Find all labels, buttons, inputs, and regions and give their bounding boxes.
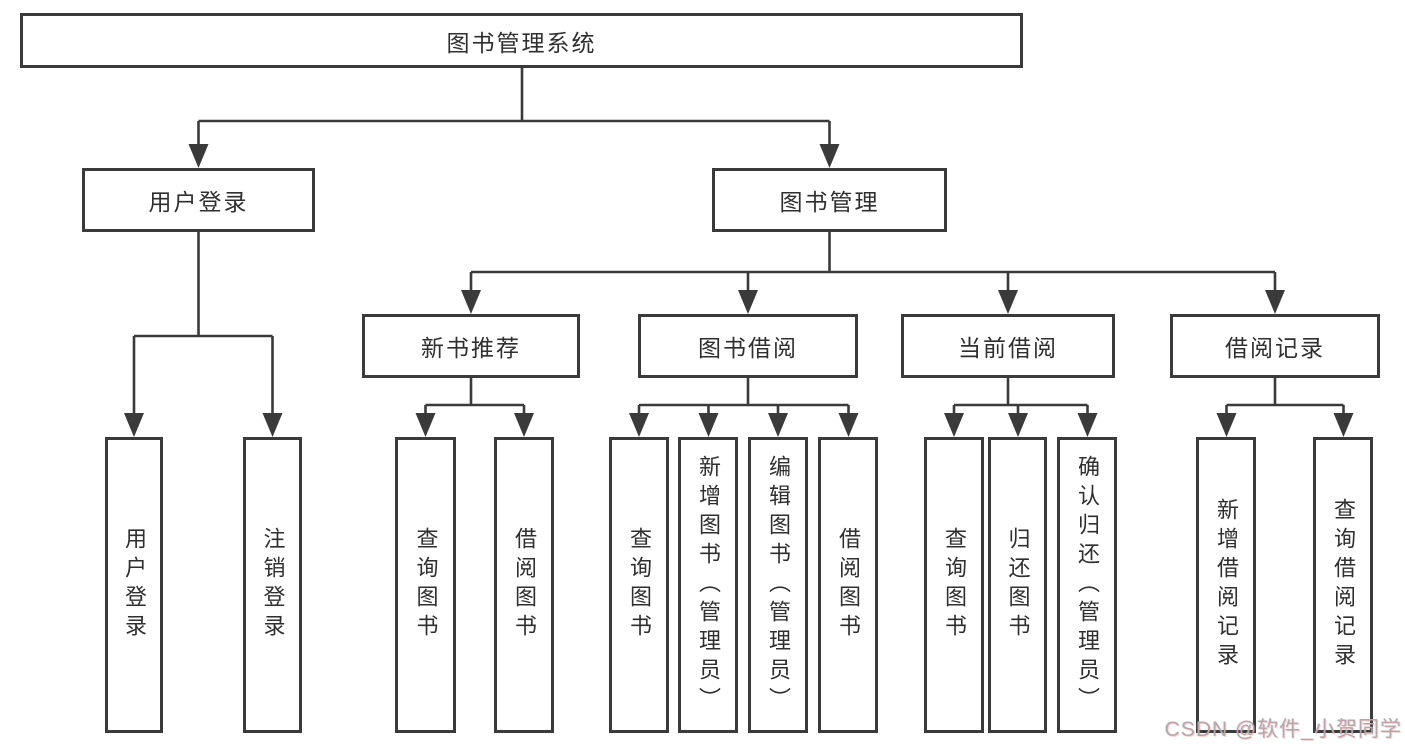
node-logout-label: 注销登录 <box>260 527 286 643</box>
node-add-book-label: 新增图书（管理员） <box>696 454 721 716</box>
node-query-borrow-record: 查询借阅记录 <box>1313 437 1373 733</box>
node-add-borrow-record: 新增借阅记录 <box>1196 437 1256 733</box>
node-borrow-records: 借阅记录 <box>1170 314 1380 378</box>
node-logout: 注销登录 <box>243 437 302 733</box>
node-current-borrow-label: 当前借阅 <box>958 335 1058 361</box>
node-query-book-2-label: 查询图书 <box>627 527 652 643</box>
node-return-book: 归还图书 <box>988 437 1047 733</box>
node-query-book-2: 查询图书 <box>609 437 669 733</box>
node-current-borrow: 当前借阅 <box>901 314 1115 378</box>
node-user-login: 用户登录 <box>82 168 315 232</box>
node-book-borrow: 图书借阅 <box>638 314 858 378</box>
node-user-login-label: 用户登录 <box>148 189 249 215</box>
node-new-book-recommend: 新书推荐 <box>362 314 580 378</box>
node-borrow-book-2: 借阅图书 <box>818 437 878 733</box>
node-new-book-recommend-label: 新书推荐 <box>421 335 521 361</box>
node-add-book: 新增图书（管理员） <box>678 437 738 733</box>
node-return-book-label: 归还图书 <box>1005 527 1031 643</box>
node-root: 图书管理系统 <box>20 13 1023 68</box>
node-borrow-records-label: 借阅记录 <box>1225 335 1325 361</box>
node-query-borrow-record-label: 查询借阅记录 <box>1331 498 1356 672</box>
node-book-borrow-label: 图书借阅 <box>698 335 798 361</box>
node-query-book-1-label: 查询图书 <box>413 527 439 643</box>
node-edit-book-label: 编辑图书（管理员） <box>766 454 791 716</box>
node-borrow-book-1: 借阅图书 <box>494 437 554 733</box>
node-root-label: 图书管理系统 <box>446 29 597 56</box>
node-confirm-return-label: 确认归还（管理员） <box>1075 454 1100 716</box>
csdn-watermark: CSDN @软件_小贺同学 <box>1164 718 1402 741</box>
arrowheads <box>124 144 1354 437</box>
node-add-borrow-record-label: 新增借阅记录 <box>1214 498 1239 672</box>
node-query-book-3: 查询图书 <box>924 437 984 733</box>
node-edit-book: 编辑图书（管理员） <box>748 437 808 733</box>
node-borrow-book-1-label: 借阅图书 <box>512 527 537 643</box>
node-book-management: 图书管理 <box>712 168 947 232</box>
node-login: 用户登录 <box>105 437 163 733</box>
node-query-book-1: 查询图书 <box>395 437 456 733</box>
node-book-management-label: 图书管理 <box>779 189 880 215</box>
node-login-label: 用户登录 <box>122 527 147 643</box>
node-query-book-3-label: 查询图书 <box>942 527 967 643</box>
node-confirm-return: 确认归还（管理员） <box>1057 437 1117 733</box>
node-borrow-book-2-label: 借阅图书 <box>836 527 861 643</box>
